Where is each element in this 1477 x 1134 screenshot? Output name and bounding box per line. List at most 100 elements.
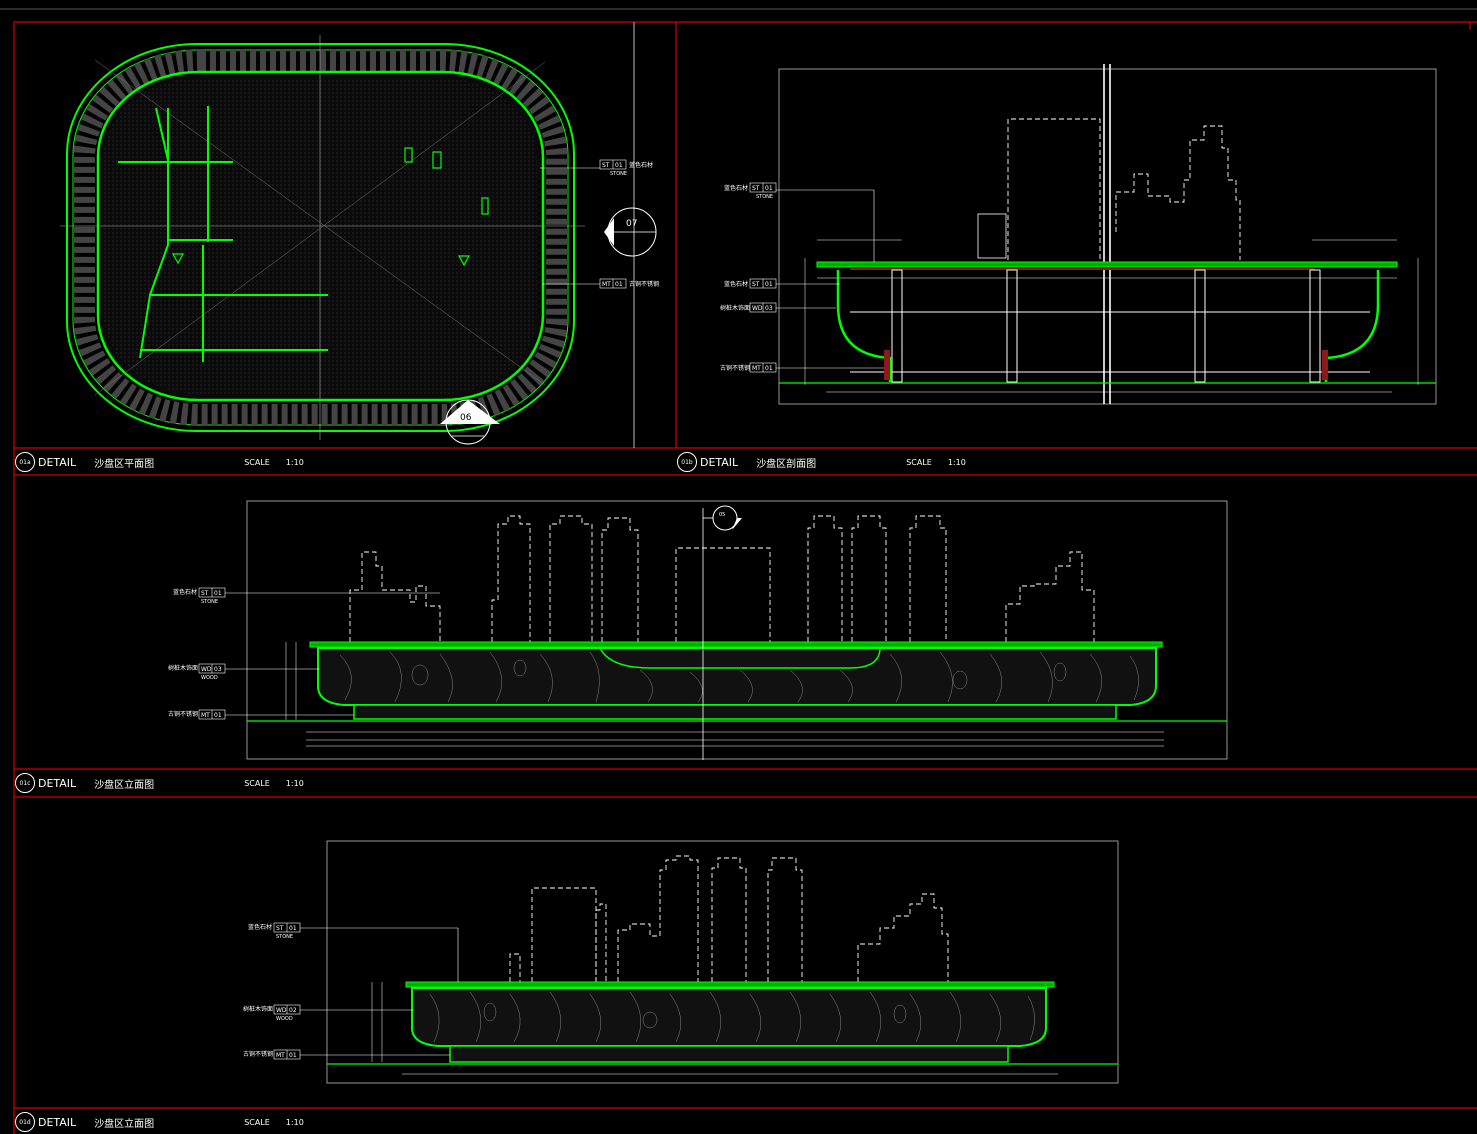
elevation-a-buildings [349, 515, 1095, 642]
sheet-frame [0, 8, 1477, 1134]
svg-text:蓝色石材: 蓝色石材 [173, 588, 197, 596]
detail-scale-label: SCALE [906, 457, 932, 467]
svg-text:蓝色石材: 蓝色石材 [724, 280, 748, 288]
section-view: ST 01 蓝色石材 STONE ST 01 蓝色石材 WD 03 树桩木饰面 … [720, 64, 1437, 405]
elevation-a-tag-wood: WD 03 树桩木饰面 WOOD [168, 663, 320, 681]
svg-text:MT: MT [752, 365, 761, 372]
svg-text:03: 03 [214, 666, 222, 673]
detail-title: 沙盘区立面图 [94, 779, 155, 791]
svg-text:WD: WD [752, 305, 763, 312]
elevation-b-tag-metal: MT 01 古铜不锈钢 [243, 1049, 450, 1060]
plan-stone-rim [73, 49, 568, 426]
detail-scale-value: 1:10 [285, 457, 304, 467]
svg-text:01: 01 [289, 1052, 297, 1059]
elevation-a-tag-stone: ST 01 蓝色石材 STONE [173, 587, 440, 605]
detail-badge-icon: 01a [15, 452, 35, 472]
svg-text:古铜不锈钢: 古铜不锈钢 [243, 1050, 273, 1058]
detail-scale-value: 1:10 [285, 778, 304, 788]
section-tag-stone-2: ST 01 蓝色石材 [724, 278, 840, 289]
svg-text:蓝色石材: 蓝色石材 [629, 161, 653, 169]
plan-tag-stone: ST 01 蓝色石材 STONE [540, 159, 653, 177]
svg-text:STONE: STONE [610, 171, 627, 177]
section-tag-metal: MT 01 古铜不锈钢 [720, 362, 884, 373]
svg-text:STONE: STONE [756, 194, 773, 200]
elevation-a-ref: 05 [703, 505, 742, 531]
svg-text:01: 01 [765, 281, 773, 288]
svg-text:MT: MT [201, 712, 210, 719]
section-tabletop [816, 261, 1398, 268]
plan-tag-metal: MT 01 古铜不锈钢 [542, 278, 659, 289]
detail-title: 沙盘区立面图 [94, 1118, 155, 1130]
svg-text:古铜不锈钢: 古铜不锈钢 [720, 364, 750, 372]
detail-badge-icon: 01c [15, 773, 35, 793]
svg-text:ST: ST [201, 590, 209, 597]
svg-text:01: 01 [289, 925, 297, 932]
svg-text:WD: WD [201, 666, 212, 673]
plan-ref-right-label: 07 [626, 219, 637, 229]
plan-section-ref-right: 07 [604, 207, 657, 257]
elevation-a-dimensions [285, 642, 1164, 747]
section-frame-posts [850, 269, 1370, 383]
svg-text:03: 03 [765, 305, 773, 312]
svg-text:STONE: STONE [201, 599, 218, 605]
elevation-a-woodgrain [339, 651, 1139, 703]
svg-text:02: 02 [289, 1007, 297, 1014]
detail-scale-value: 1:10 [947, 457, 966, 467]
detail-bar-plan: 01a DETAIL 沙盘区平面图 SCALE 1:10 [15, 451, 304, 473]
svg-text:WOOD: WOOD [201, 675, 218, 681]
detail-scale-label: SCALE [244, 778, 270, 788]
detail-badge-icon: 01b [677, 452, 697, 472]
svg-text:树桩木饰面: 树桩木饰面 [168, 664, 198, 672]
elevation-b-buildings [509, 855, 949, 982]
svg-text:MT: MT [276, 1052, 285, 1059]
svg-text:ST: ST [276, 925, 284, 932]
detail-scale-label: SCALE [244, 457, 270, 467]
elevation-a-viewport [246, 500, 1228, 760]
svg-text:树桩木饰面: 树桩木饰面 [720, 304, 750, 312]
svg-text:01: 01 [615, 162, 623, 169]
svg-text:古铜不锈钢: 古铜不锈钢 [629, 280, 659, 288]
detail-word: DETAIL [38, 455, 77, 469]
section-viewport [778, 68, 1437, 405]
svg-text:蓝色石材: 蓝色石材 [724, 184, 748, 192]
detail-scale-label: SCALE [244, 1117, 270, 1127]
detail-bar-elevation-a: 01c DETAIL 沙盘区立面图 SCALE 1:10 [15, 772, 304, 794]
plan-roads [118, 106, 328, 362]
svg-text:STONE: STONE [276, 934, 293, 940]
elevation-b: ST 01 蓝色石材 STONE WD 02 树桩木饰面 WOOD MT 01 … [243, 840, 1119, 1084]
section-dimensions [804, 239, 1419, 393]
svg-text:ST: ST [752, 281, 760, 288]
elevation-b-woodgrain [429, 991, 1035, 1043]
svg-text:01: 01 [214, 590, 222, 597]
svg-text:ST: ST [602, 162, 610, 169]
svg-text:树桩木饰面: 树桩木饰面 [243, 1005, 273, 1013]
svg-text:MT: MT [602, 281, 611, 288]
svg-text:01: 01 [214, 712, 222, 719]
detail-bar-elevation-b: 01d DETAIL 沙盘区立面图 SCALE 1:10 [15, 1111, 304, 1133]
svg-text:05: 05 [719, 512, 725, 518]
detail-bar-section: 01b DETAIL 沙盘区剖面图 SCALE 1:10 [677, 451, 966, 473]
plan-view: 07 06 ST 01 蓝色石材 STONE MT 01 古铜不锈钢 [60, 35, 659, 445]
elevation-b-dimensions [371, 982, 1058, 1075]
plan-section-ref-bottom: 06 [440, 399, 500, 445]
elevation-b-tag-wood: WD 02 树桩木饰面 WOOD [243, 1004, 414, 1022]
section-tag-stone-1: ST 01 蓝色石材 STONE [724, 182, 875, 262]
svg-text:01: 01 [615, 281, 623, 288]
svg-text:WD: WD [276, 1007, 287, 1014]
elevation-b-viewport [326, 840, 1119, 1084]
svg-text:ST: ST [752, 185, 760, 192]
section-tag-wood: WD 03 树桩木饰面 [720, 302, 836, 313]
detail-word: DETAIL [38, 1115, 77, 1129]
svg-text:01: 01 [765, 185, 773, 192]
detail-title: 沙盘区平面图 [94, 458, 155, 470]
detail-badge-icon: 01d [15, 1112, 35, 1132]
plan-sand-area [104, 78, 537, 394]
elevation-a: 05 ST 01 蓝色石材 STONE WD 03 树桩木饰面 WOOD [168, 500, 1228, 760]
svg-text:WOOD: WOOD [276, 1016, 293, 1022]
svg-text:01: 01 [765, 365, 773, 372]
detail-word: DETAIL [38, 776, 77, 790]
elevation-b-tag-stone: ST 01 蓝色石材 STONE [248, 922, 459, 982]
svg-text:蓝色石材: 蓝色石材 [248, 923, 272, 931]
elevation-a-tag-metal: MT 01 古铜不锈钢 [168, 709, 354, 720]
